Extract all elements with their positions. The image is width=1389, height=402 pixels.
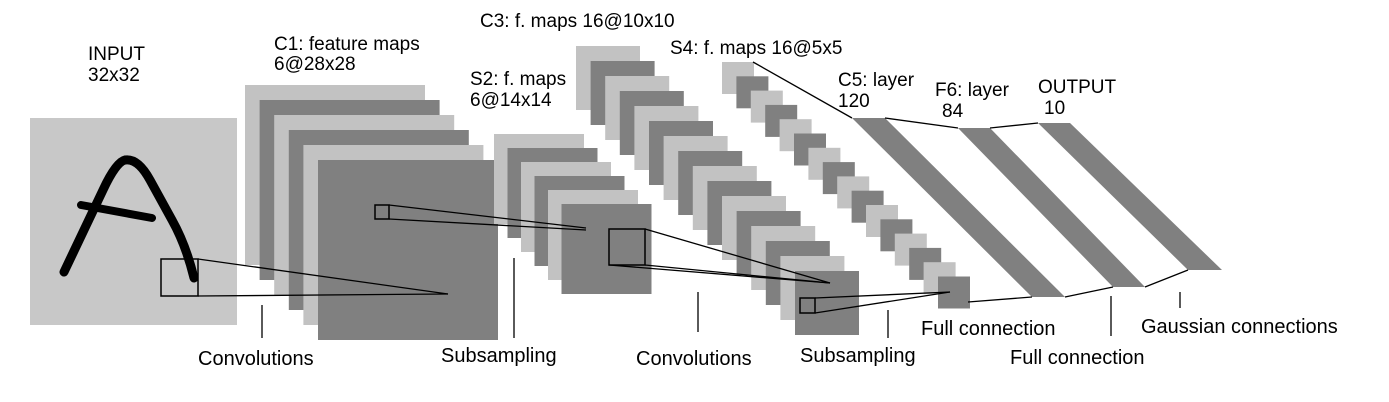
c3-receptive-field <box>799 297 816 314</box>
wire-c5-f6-bottom <box>1064 286 1114 298</box>
input-layer <box>30 118 237 325</box>
wire-s4-c5-bottom <box>967 296 1033 303</box>
s2-receptive-field <box>608 228 646 266</box>
wire-s2-c3-a <box>644 228 831 284</box>
wire-input-c1-top <box>197 258 449 295</box>
op-full-connection-1: Full connection <box>921 318 1056 340</box>
wire-c1-s2-bottom <box>388 218 587 231</box>
c1-receptive-field <box>374 204 390 220</box>
output-title: OUTPUT <box>1038 77 1117 98</box>
op-convolutions-1: Convolutions <box>198 348 314 370</box>
wire-f6-output-bottom <box>1144 269 1189 288</box>
op-gaussian-connections: Gaussian connections <box>1141 316 1338 338</box>
f6-size: 84 <box>942 101 964 122</box>
op-subsampling-2: Subsampling <box>800 345 916 367</box>
s2-map-6 <box>561 204 652 294</box>
c1-map-6 <box>318 160 498 340</box>
input-title: INPUT <box>88 44 145 65</box>
wire-f6-output-top <box>989 122 1039 129</box>
wire-c3-s4-top <box>814 291 951 299</box>
c3-title: C3: f. maps 16@10x10 <box>480 11 675 32</box>
output-size: 10 <box>1044 98 1065 119</box>
c1-size: 6@28x28 <box>274 54 356 75</box>
s4-title: S4: f. maps 16@5x5 <box>670 38 842 59</box>
s2-title: S2: f. maps <box>470 69 566 90</box>
wire-c3-s4-bottom <box>814 291 951 314</box>
c1-feature-map-stack <box>245 85 498 340</box>
s2-feature-map-stack <box>494 134 652 294</box>
s2-size: 6@14x14 <box>470 90 552 111</box>
op-subsampling-1: Subsampling <box>441 345 557 367</box>
s4-feature-map-stack <box>722 62 970 309</box>
c1-title: C1: feature maps <box>274 34 420 55</box>
wire-c1-s2-top <box>388 204 587 229</box>
c3-feature-map-stack <box>576 46 859 335</box>
op-full-connection-2: Full connection <box>1010 347 1145 369</box>
input-letter-crossbar <box>77 201 156 222</box>
c5-size: 120 <box>838 91 870 112</box>
op-convolutions-2: Convolutions <box>636 348 752 370</box>
input-size: 32x32 <box>88 65 140 86</box>
f6-title: F6: layer <box>935 80 1010 101</box>
wire-s2-c3-c <box>608 264 831 284</box>
wire-input-c1-bottom <box>197 293 449 297</box>
input-image <box>30 118 237 325</box>
input-letter-stroke <box>59 155 199 283</box>
wire-s4-c5-top <box>752 61 853 119</box>
input-receptive-field <box>160 258 199 297</box>
output-layer-band <box>1038 123 1222 270</box>
f6-layer-band <box>958 128 1145 287</box>
c5-layer-band <box>852 118 1065 297</box>
connection-lines <box>197 61 1189 314</box>
c5-title: C5: layer <box>838 70 915 91</box>
operation-leaders <box>261 258 1181 338</box>
wire-c5-f6-top <box>884 117 959 129</box>
